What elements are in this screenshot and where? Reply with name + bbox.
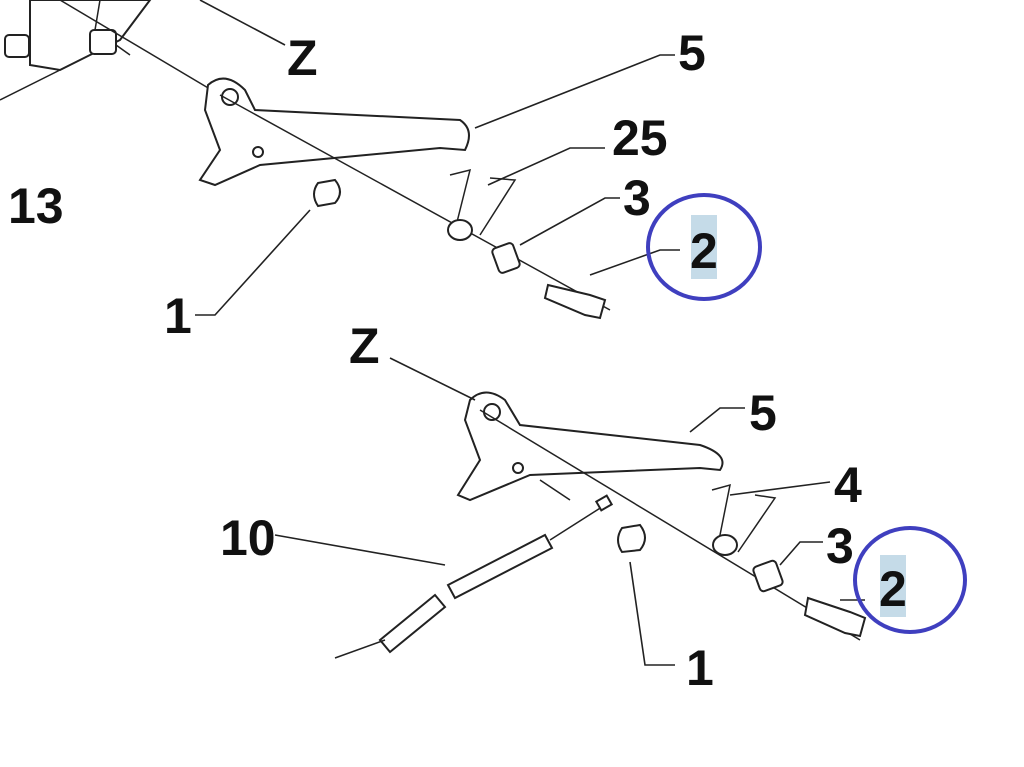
label-3-bottom: 3 <box>826 518 854 574</box>
text-highlight-bottom <box>880 555 906 617</box>
text-highlight-top <box>691 215 717 279</box>
bracket-assembly <box>0 0 221 101</box>
highlight-circle-top <box>646 193 762 301</box>
leader-lines <box>195 0 865 666</box>
label-10-bottom: 10 <box>220 510 276 566</box>
label-z-top: Z <box>287 30 318 86</box>
label-5-bottom: 5 <box>749 385 777 441</box>
bolt-part-2-bottom <box>803 596 867 638</box>
label-z-bottom: Z <box>349 318 380 374</box>
spring-part-4 <box>711 483 777 553</box>
label-2-bottom[interactable]: 2 <box>879 561 907 617</box>
label-2-top[interactable]: 2 <box>690 223 718 279</box>
spring-part-25 <box>449 168 517 236</box>
label-5-top: 5 <box>678 25 706 81</box>
highlight-circle-bottom <box>853 526 967 634</box>
label-1-bottom: 1 <box>686 640 714 696</box>
bushing-part-1-bottom <box>617 523 646 554</box>
label-1-top: 1 <box>164 288 192 344</box>
label-4-bottom: 4 <box>834 457 862 513</box>
part-labels: Z 5 25 3 2 13 1 Z 5 4 3 2 10 1 <box>8 25 907 696</box>
label-25-top: 25 <box>612 110 668 166</box>
pedal-assembly-top <box>198 77 611 320</box>
pedal-assembly-bottom <box>334 391 867 659</box>
label-3-top: 3 <box>623 170 651 226</box>
shaft-part-10 <box>446 533 554 600</box>
spacer-part-3 <box>491 242 521 274</box>
bolt-part-2 <box>543 283 607 320</box>
label-13: 13 <box>8 178 64 234</box>
bushing-part-1 <box>313 178 341 208</box>
spacer-part-3-bottom <box>752 559 784 593</box>
